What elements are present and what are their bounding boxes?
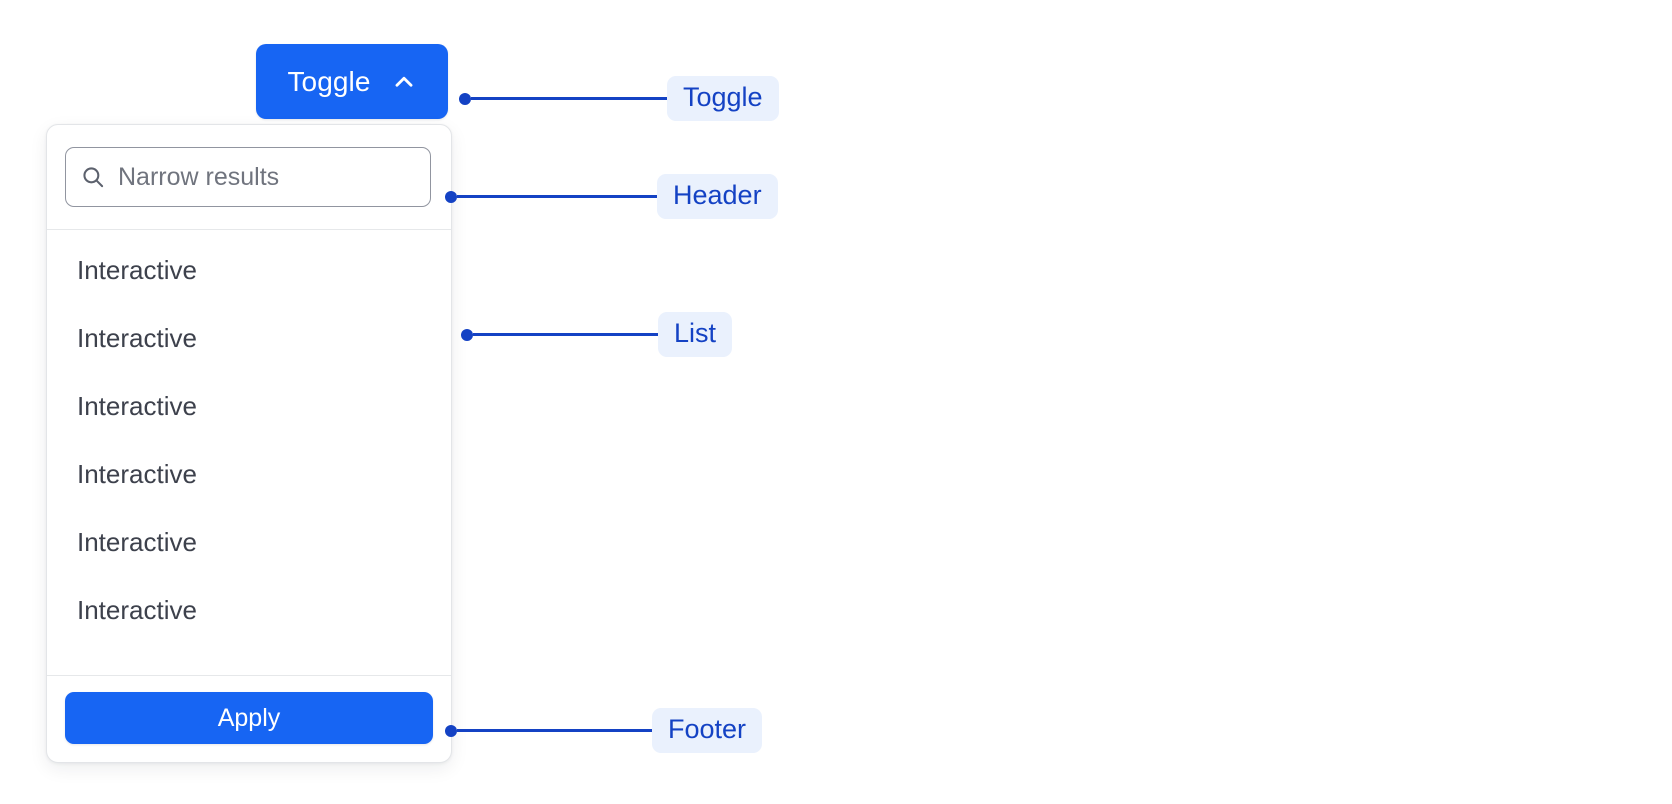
toggle-button-label: Toggle	[287, 65, 371, 97]
list-item[interactable]: Interactive	[47, 372, 451, 440]
annotation-footer: Footer	[445, 708, 763, 754]
annotation-header: Header	[445, 174, 778, 220]
dropdown-footer: Apply	[47, 675, 451, 762]
annotation-line	[473, 333, 658, 337]
list-item-label: Interactive	[77, 390, 197, 421]
list-item-label: Interactive	[77, 254, 197, 285]
annotation-line	[457, 195, 657, 199]
annotation-dot	[461, 328, 473, 341]
annotation-line	[457, 729, 652, 733]
annotation-label: Toggle	[667, 76, 779, 122]
annotation-dot	[459, 92, 471, 105]
search-input[interactable]	[114, 148, 416, 206]
dropdown-list: Interactive Interactive Interactive Inte…	[47, 230, 451, 675]
chevron-up-icon	[391, 69, 417, 95]
apply-button[interactable]: Apply	[65, 692, 433, 744]
list-item-label: Interactive	[77, 526, 197, 557]
search-icon	[80, 164, 114, 190]
list-item[interactable]: Interactive	[47, 576, 451, 644]
annotation-list: List	[461, 312, 733, 358]
list-item[interactable]: Interactive	[47, 304, 451, 372]
dropdown-header	[47, 125, 451, 230]
toggle-button[interactable]: Toggle	[256, 44, 448, 119]
annotation-label: Footer	[652, 708, 763, 754]
list-item-label: Interactive	[77, 458, 197, 489]
list-item-label: Interactive	[77, 594, 197, 625]
dropdown-panel: Interactive Interactive Interactive Inte…	[46, 124, 452, 763]
search-box[interactable]	[65, 147, 431, 207]
list-item[interactable]: Interactive	[47, 508, 451, 576]
annotation-toggle: Toggle	[459, 76, 779, 122]
annotation-label: List	[658, 312, 733, 358]
annotation-label: Header	[657, 174, 778, 220]
list-item[interactable]: Interactive	[47, 440, 451, 508]
list-item[interactable]: Interactive	[47, 236, 451, 304]
annotation-line	[471, 97, 667, 101]
list-item-label: Interactive	[77, 322, 197, 353]
